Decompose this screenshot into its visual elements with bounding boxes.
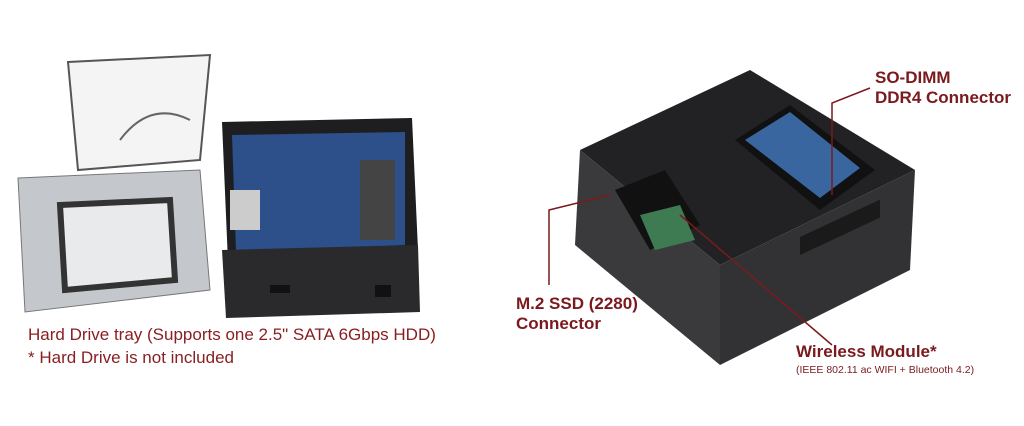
- wireless-label: Wireless Module*: [796, 342, 937, 361]
- wireless-leader-line: [679, 214, 833, 346]
- m2-leader-line: [548, 194, 611, 285]
- sodimm-label-line2: DDR4 Connector: [875, 88, 1012, 107]
- hard-drive-image: [66, 53, 212, 172]
- m2-label-line2: Connector: [516, 314, 601, 333]
- hdd-not-included-note: * Hard Drive is not included: [28, 348, 234, 367]
- wireless-detail: (IEEE 802.11 ac WIFI + Bluetooth 4.2): [796, 364, 975, 376]
- tray-caption: Hard Drive tray (Supports one 2.5" SATA …: [28, 325, 436, 344]
- m2-label-line1: M.2 SSD (2280): [516, 294, 638, 313]
- sodimm-label: SO-DIMM DDR4 Connector: [875, 68, 1011, 108]
- sodimm-leader-line: [831, 87, 871, 195]
- sodimm-label-line1: SO-DIMM: [875, 68, 951, 87]
- m2-label: M.2 SSD (2280) Connector: [516, 294, 638, 334]
- open-mini-pc-image: [222, 118, 420, 318]
- hard-drive-tray-image: [17, 169, 211, 313]
